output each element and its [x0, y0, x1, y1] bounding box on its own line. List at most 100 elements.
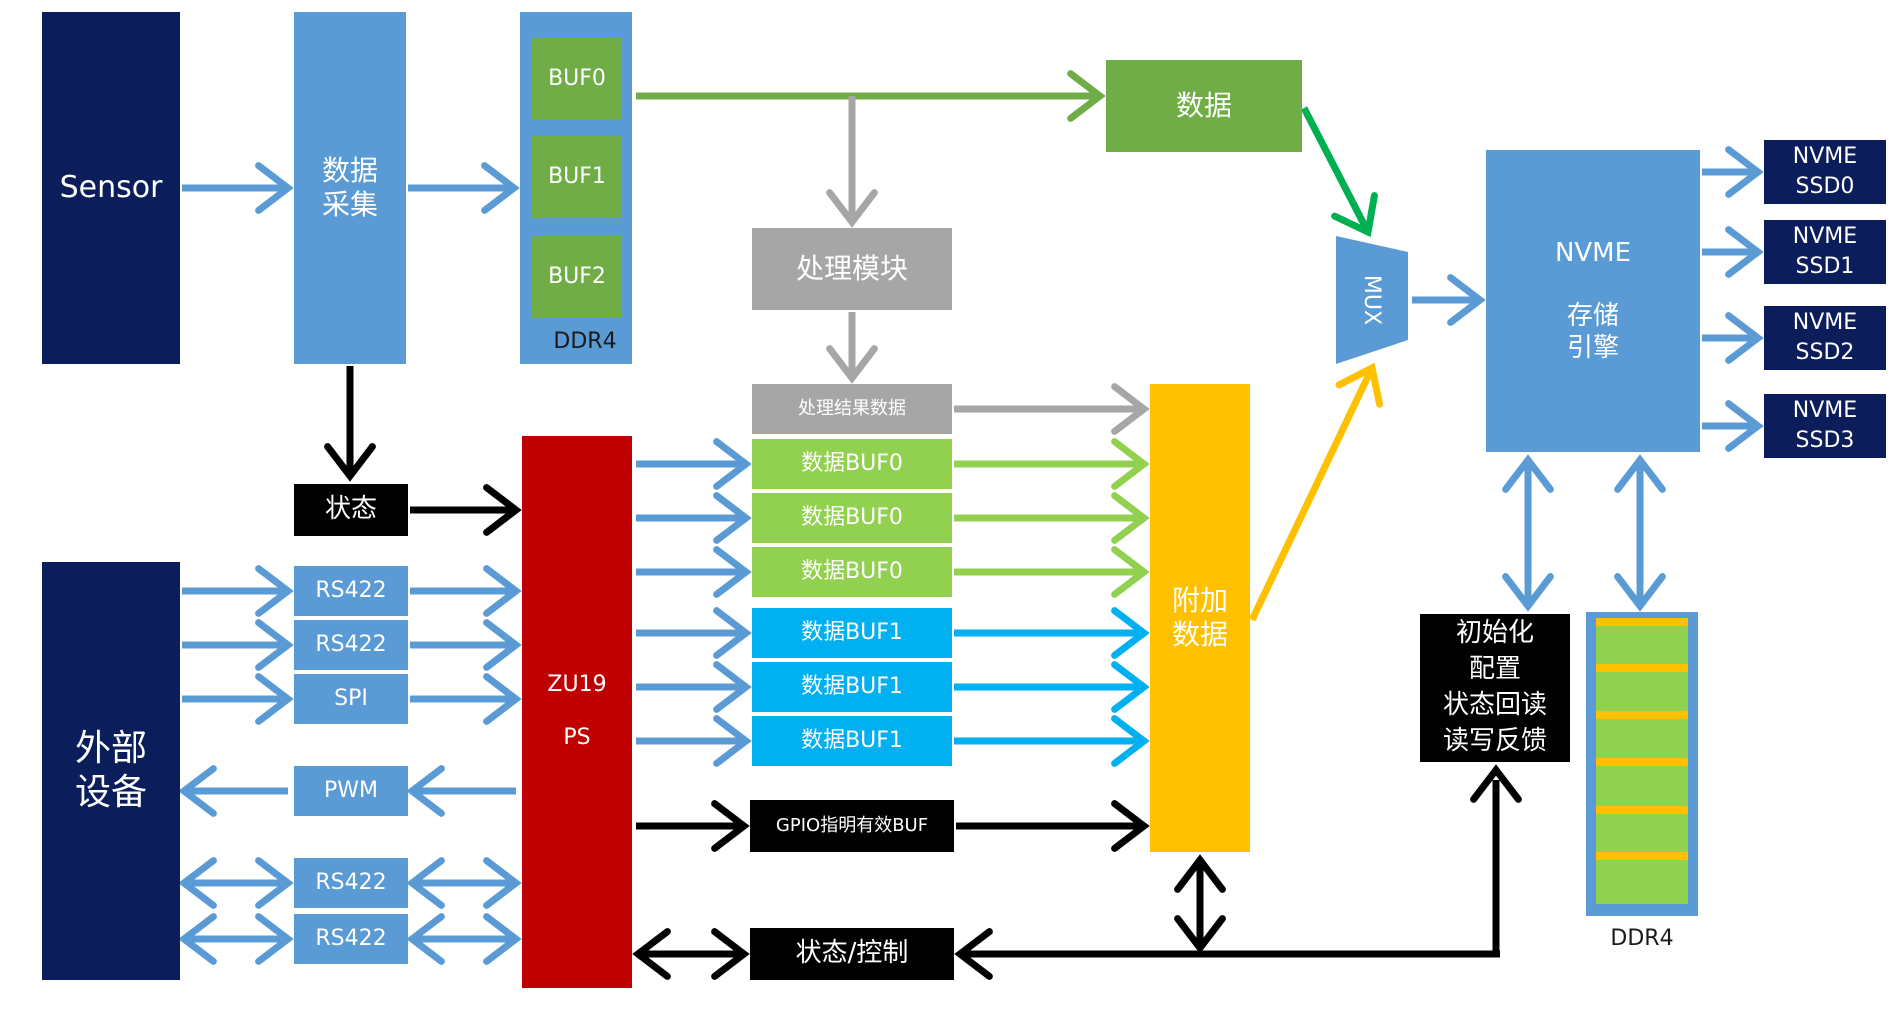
ddr4-right-label: DDR4 — [1610, 925, 1674, 951]
arrow-tail-head — [1174, 854, 1226, 893]
mux-block — [1336, 236, 1408, 364]
arrow-head — [1111, 800, 1150, 852]
arrow-line — [1248, 366, 1376, 622]
arrow-head — [713, 492, 752, 544]
arrow-head — [406, 765, 445, 817]
interface-pwm: PWM — [294, 766, 408, 816]
init-feedback-head — [1470, 764, 1522, 803]
arrow-tail-head — [406, 913, 445, 965]
data-buf1-row-1: 数据BUF1 — [752, 608, 952, 658]
arrow-tail-head — [1502, 454, 1554, 493]
data-buf0-row-2: 数据BUF0 — [752, 493, 952, 543]
data-block: 数据 — [1106, 60, 1302, 152]
arrow-head — [483, 565, 522, 617]
arrow-tail-head — [632, 928, 671, 980]
ddr4-stripe-1 — [1596, 618, 1688, 626]
arrow-head — [1502, 573, 1554, 612]
arrow-head — [255, 673, 294, 725]
arrow-head — [1447, 274, 1486, 326]
arrow-head — [324, 443, 376, 482]
gpio-valid-buf-block: GPIO指明有效BUF — [750, 800, 954, 852]
nvme-ssd1-block: NVME SSD1 — [1764, 220, 1886, 284]
arrow-tail-head — [178, 913, 217, 965]
arrow-head — [711, 800, 750, 852]
ddr4-stripe-5 — [1596, 806, 1688, 814]
arrow-head — [255, 565, 294, 617]
buf2-block: BUF2 — [532, 236, 622, 318]
arrow-head — [255, 619, 294, 671]
interface-rs422-4: RS422 — [294, 914, 408, 964]
arrow-head — [1111, 607, 1150, 659]
init-config-feedback-block: 初始化 配置 状态回读 读写反馈 — [1420, 614, 1570, 762]
arrow-head — [713, 715, 752, 767]
arrow-head — [1111, 661, 1150, 713]
interface-rs422-2: RS422 — [294, 620, 408, 670]
arrow-head — [1725, 226, 1764, 278]
arrow-head — [1335, 362, 1384, 408]
arrow-head — [1111, 546, 1150, 598]
status-block: 状态 — [294, 484, 408, 536]
interface-rs422-3: RS422 — [294, 858, 408, 908]
arrow-head — [1331, 192, 1378, 238]
nvme-ssd2-block: NVME SSD2 — [1764, 306, 1886, 370]
interface-spi: SPI — [294, 674, 408, 724]
nvme-storage-engine-block: NVME 存储 引擎 — [1486, 150, 1700, 452]
arrow-head — [1111, 383, 1150, 435]
arrow-head — [178, 765, 217, 817]
data-acquisition-block: 数据 采集 — [294, 12, 406, 364]
arrow-head — [1725, 146, 1764, 198]
data-buf1-row-2: 数据BUF1 — [752, 662, 952, 712]
arrow-head — [483, 619, 522, 671]
arrow-head — [1111, 715, 1150, 767]
arrow-head — [1174, 915, 1226, 954]
arrow-head — [713, 607, 752, 659]
zu19-ps-block: ZU19 PS — [522, 436, 632, 988]
arrow-head — [826, 345, 878, 384]
arrow-line — [1300, 106, 1372, 234]
data-buf0-row-1: 数据BUF0 — [752, 439, 952, 489]
arrow-head — [1111, 438, 1150, 490]
sensor-block: Sensor — [42, 12, 180, 364]
ddr4-stripe-6 — [1596, 852, 1688, 860]
arrow-head — [483, 857, 522, 909]
arrow-head — [255, 857, 294, 909]
buf1-block: BUF1 — [532, 136, 622, 218]
arrow-head — [483, 673, 522, 725]
nvme-ssd0-block: NVME SSD0 — [1764, 140, 1886, 204]
external-device-block: 外部 设备 — [42, 562, 180, 980]
arrow-head — [1111, 492, 1150, 544]
arrow-tail-head — [178, 857, 217, 909]
ddr4-left-label: DDR4 — [553, 328, 617, 354]
ddr4-stripe-2 — [1596, 664, 1688, 672]
arrow-head — [255, 913, 294, 965]
data-buf1-row-3: 数据BUF1 — [752, 716, 952, 766]
additional-data-block: 附加 数据 — [1150, 384, 1250, 852]
processing-module-block: 处理模块 — [752, 228, 952, 310]
ddr4-stripe-4 — [1596, 758, 1688, 766]
processing-result-block: 处理结果数据 — [752, 384, 952, 434]
arrow-head — [826, 189, 878, 228]
arrow-head — [1725, 312, 1764, 364]
buf0-block: BUF0 — [532, 38, 622, 120]
data-buf0-row-3: 数据BUF0 — [752, 547, 952, 597]
arrow-head — [1614, 573, 1666, 612]
arrow-head — [483, 913, 522, 965]
arrow-head — [1725, 400, 1764, 452]
arrow-tail-head — [406, 857, 445, 909]
ddr4-stripe-3 — [1596, 711, 1688, 719]
arrow-tail-head — [1614, 454, 1666, 493]
arrow-head — [713, 546, 752, 598]
mux-label: MUX — [1359, 274, 1385, 326]
arrow-head — [483, 484, 522, 536]
arrow-head — [1067, 70, 1106, 122]
status-control-block: 状态/控制 — [750, 928, 954, 980]
arrow-head — [713, 438, 752, 490]
arrow-head — [711, 928, 750, 980]
arrow-head — [255, 162, 294, 214]
interface-rs422-1: RS422 — [294, 566, 408, 616]
arrow-head — [713, 661, 752, 713]
status-bus-head — [954, 928, 993, 980]
arrow-head — [481, 162, 520, 214]
nvme-ssd3-block: NVME SSD3 — [1764, 394, 1886, 458]
